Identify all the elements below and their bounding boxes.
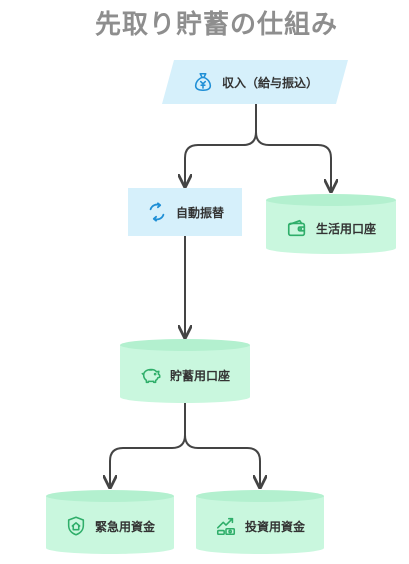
arrow-savings-to-investment bbox=[184, 403, 260, 486]
savings-label: 貯蓄用口座 bbox=[169, 368, 230, 383]
arrow-income-to-transfer bbox=[185, 104, 257, 185]
transfer-node: 自動振替 bbox=[128, 188, 242, 236]
emergency-node: 緊急用資金 bbox=[46, 502, 174, 550]
piggy-bank-icon bbox=[140, 364, 162, 386]
investment-label: 投資用資金 bbox=[244, 519, 305, 534]
investment-node: 投資用資金 bbox=[196, 502, 324, 550]
cycle-arrows-icon bbox=[146, 201, 168, 223]
income-shape bbox=[162, 60, 348, 104]
transfer-label: 自動振替 bbox=[175, 205, 224, 220]
diagram-title: 先取り貯蓄の仕組み bbox=[95, 10, 339, 40]
emergency-shape bbox=[46, 490, 174, 554]
growth-chart-icon bbox=[215, 515, 237, 537]
arrow-savings-to-emergency bbox=[110, 403, 186, 486]
living-shape bbox=[266, 194, 396, 254]
savings-node: 貯蓄用口座 bbox=[120, 351, 250, 399]
arrow-income-to-living bbox=[255, 104, 331, 190]
living-node: 生活用口座 bbox=[266, 206, 396, 250]
transfer-shape bbox=[128, 188, 242, 236]
wallet-icon bbox=[286, 217, 308, 239]
income-label: 収入（給与振込） bbox=[221, 75, 318, 90]
savings-shape bbox=[120, 339, 250, 403]
income-node: 収入（給与振込） bbox=[165, 60, 345, 104]
emergency-label: 緊急用資金 bbox=[94, 519, 155, 534]
money-bag-icon bbox=[192, 71, 214, 93]
investment-shape bbox=[196, 490, 324, 554]
living-label: 生活用口座 bbox=[315, 221, 376, 236]
shield-home-icon bbox=[65, 515, 87, 537]
